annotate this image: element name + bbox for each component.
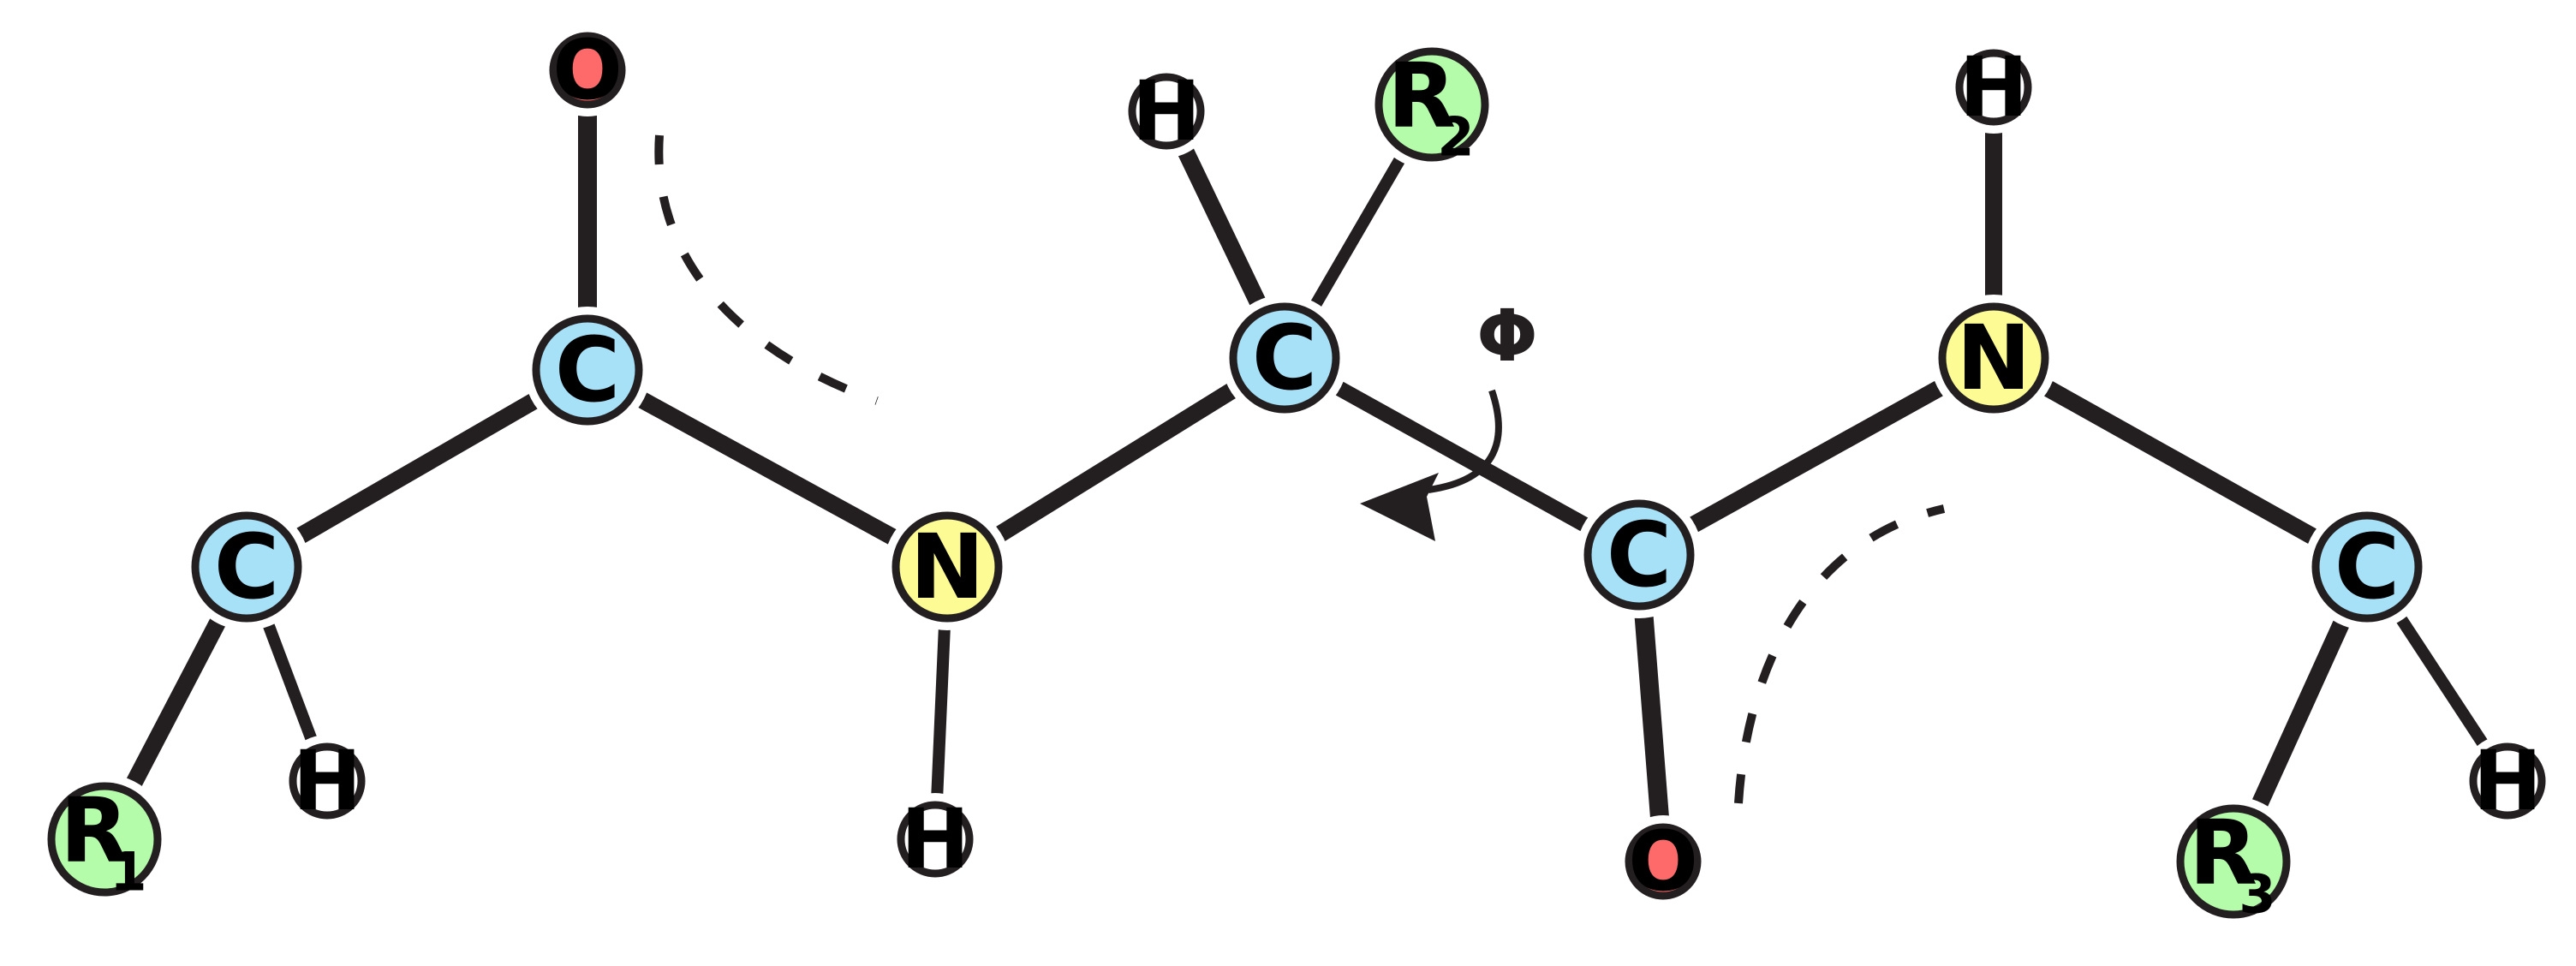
atom-label-c3: C [1252, 306, 1317, 410]
atom-circle-h3 [1128, 73, 1205, 150]
atom-subscript-r1: 1 [110, 841, 146, 903]
atom-r1: R1 [39, 774, 170, 904]
atom-h5: H [2461, 733, 2554, 829]
atom-circle-r1 [47, 782, 162, 897]
atom-label-r1: R [60, 778, 128, 883]
atom-r3: R3 [2168, 796, 2299, 927]
phi-torsion-indicator: Φ [1360, 294, 1538, 541]
bond-n2-c5 [1989, 350, 2371, 575]
bonds-layer [97, 70, 2513, 866]
atom-circle-h1 [289, 742, 366, 820]
atom-c3: C [1221, 295, 1348, 421]
atom-label-h1: H [293, 733, 361, 829]
atom-subscript-r2: 2 [1437, 106, 1474, 169]
atom-ring-c4 [1576, 492, 1702, 618]
atom-label-c5: C [2334, 515, 2400, 619]
atom-c4: C [1576, 492, 1702, 618]
hydrogen-bonds-layer [654, 134, 1946, 804]
atom-label-n2: N [1956, 306, 2030, 410]
atom-label-h5: H [2473, 733, 2542, 829]
atom-circle-n1 [891, 511, 1003, 623]
atom-c1: C [183, 504, 310, 630]
atom-circle-c4 [1583, 499, 1695, 611]
hydrogen-bond-o1-n1 [654, 134, 879, 405]
atom-circle-c5 [2311, 511, 2423, 623]
atom-label-o2: O [1628, 814, 1698, 909]
atom-ring-r1 [39, 774, 170, 904]
atom-subscript-r3: 3 [2239, 863, 2275, 926]
atom-ring-h1 [281, 735, 373, 827]
atom-ring-h2 [889, 793, 981, 886]
atom-o1: O [541, 22, 634, 118]
atom-circle-h4 [1955, 49, 2032, 126]
atom-ring-c2 [524, 307, 651, 433]
atom-ring-r3 [2168, 796, 2299, 927]
atom-circle-n2 [1938, 302, 2049, 414]
atom-n2: N [1930, 295, 2057, 421]
atom-circle-o2 [1625, 823, 1702, 900]
atom-h2: H [889, 791, 981, 887]
atom-ring-c1 [183, 504, 310, 630]
atom-h3: H [1120, 63, 1213, 159]
hydrogen-bond-o2-n2 [1734, 504, 1946, 804]
atom-ring-r2 [1367, 39, 1497, 170]
atom-ring-n2 [1930, 295, 2057, 421]
atom-label-c1: C [214, 515, 279, 619]
atom-ring-o1 [541, 24, 634, 116]
atom-label-h4: H [1959, 39, 2028, 135]
atom-label-o1: O [552, 22, 623, 118]
atom-label-c4: C [1607, 503, 1672, 607]
bond-c1-c2 [242, 362, 593, 575]
atom-n1: N [884, 504, 1011, 630]
atom-label-r3: R [2189, 801, 2257, 905]
atom-h1: H [281, 733, 373, 829]
atom-label-r2: R [1387, 44, 1456, 148]
phi-arrowhead [1360, 473, 1439, 541]
atom-label-n1: N [909, 515, 984, 619]
atom-circle-r2 [1374, 47, 1489, 162]
bond-c4-n2 [1635, 350, 1998, 563]
phi-symbol: Φ [1476, 294, 1537, 378]
atom-ring-h3 [1120, 65, 1213, 158]
atom-circle-h5 [2469, 742, 2546, 820]
atom-o2: O [1617, 814, 1709, 909]
atom-ring-c5 [2304, 504, 2430, 630]
bond-c3-c4 [1280, 351, 1643, 562]
atom-label-h3: H [1132, 63, 1201, 159]
atom-ring-c3 [1221, 295, 1348, 421]
atom-ring-o2 [1617, 815, 1709, 908]
atom-circle-h2 [897, 801, 974, 878]
atom-h4: H [1947, 39, 2040, 135]
atom-label-c2: C [555, 318, 620, 422]
atom-circle-r3 [2176, 804, 2291, 919]
atom-ring-h4 [1947, 41, 2040, 134]
atom-ring-h5 [2461, 735, 2554, 827]
phi-rotation-arrow [1428, 389, 1502, 493]
atom-label-h2: H [901, 791, 969, 887]
atom-circle-c3 [1229, 302, 1340, 414]
atom-c5: C [2304, 504, 2430, 630]
bond-n1-c3 [942, 350, 1290, 575]
atom-circle-c1 [191, 511, 302, 623]
atom-ring-n1 [884, 504, 1011, 630]
atom-circle-c2 [532, 314, 643, 426]
atom-r2: R2 [1367, 39, 1497, 170]
atom-circle-o1 [549, 32, 626, 109]
atom-c2: C [524, 307, 651, 433]
bond-c2-n1 [583, 362, 951, 575]
